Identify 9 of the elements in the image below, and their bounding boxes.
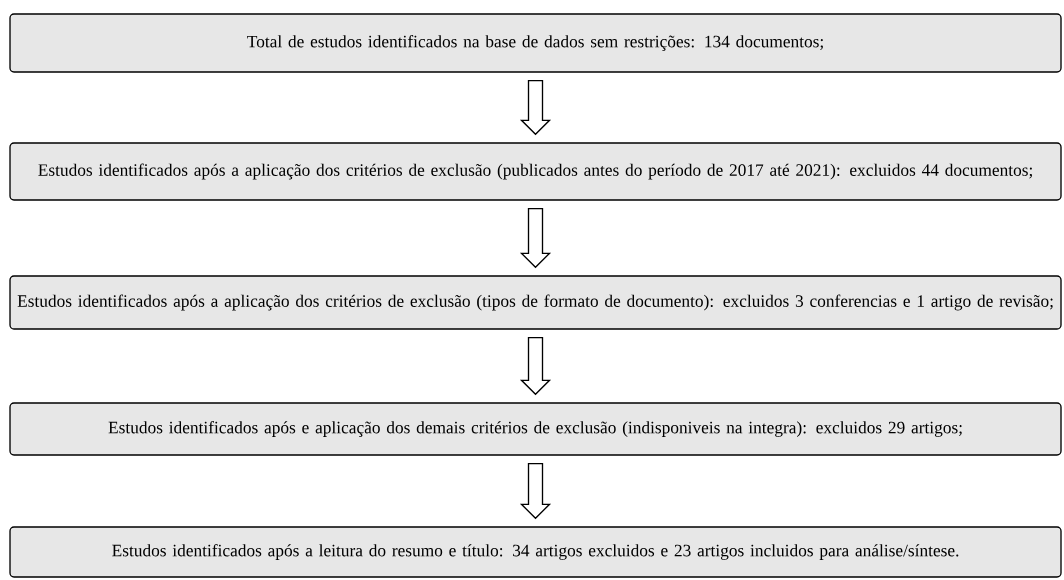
arrow <box>519 80 552 136</box>
process-box: Estudos identificados após a leitura do resumo e título: 34 artigos excluidos e 23 artigos incluidos para análise/síntese. <box>9 526 1062 578</box>
process-box: Estudos identificados após a aplicação dos critérios de exclusão (publicados antes do período de 2017 até 2021): excluidos 44 documentos; <box>9 142 1062 201</box>
arrow <box>519 208 552 269</box>
process-box: Total de estudos identificados na base de dados sem restrições: 134 documentos; <box>9 13 1062 73</box>
process-box: Estudos identificados após e aplicação dos demais critérios de exclusão (indisponiveis na integra): excluidos 29 artigos; <box>9 402 1062 456</box>
arrow <box>519 463 552 520</box>
process-box: Estudos identificados após a aplicação dos critérios de exclusão (tipos de formato de documento): excluidos 3 conferencias e 1 artigo de revisão; <box>9 275 1062 330</box>
arrow <box>519 337 552 396</box>
